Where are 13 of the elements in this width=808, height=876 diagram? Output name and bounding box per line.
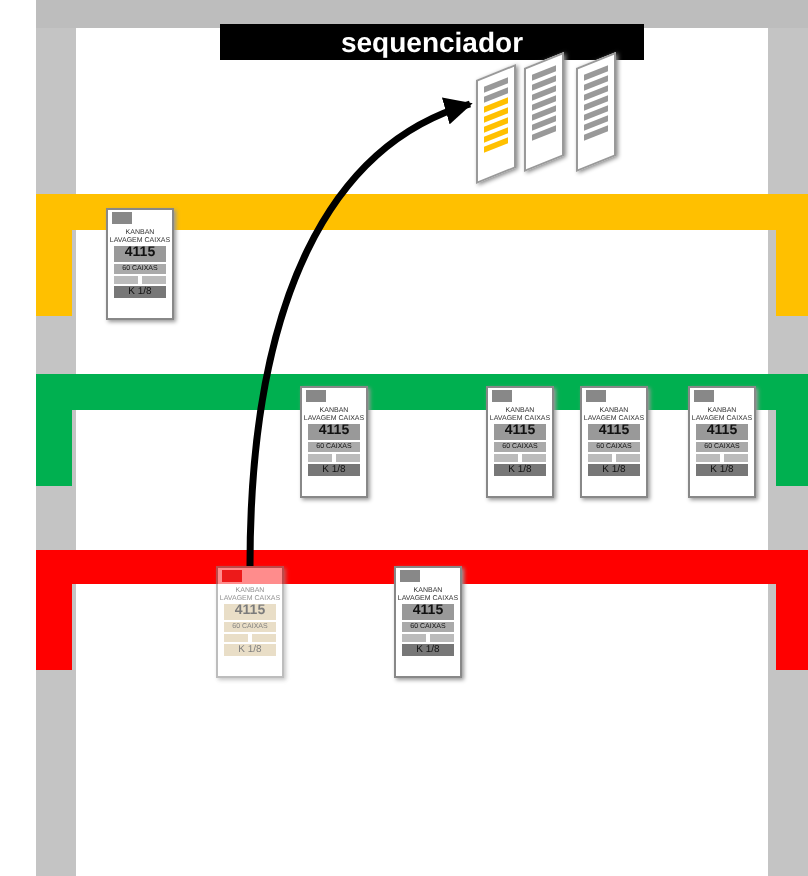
board-title: sequenciador	[340, 26, 524, 58]
kanban-card	[486, 386, 554, 498]
kanban-card	[216, 566, 284, 678]
kanban-card	[106, 208, 174, 320]
kanban-card	[394, 566, 462, 678]
kanban-card	[580, 386, 648, 498]
kanban-card	[524, 51, 564, 173]
kanban-card	[688, 386, 756, 498]
arrow	[246, 99, 473, 567]
kanban-card	[300, 386, 368, 498]
kanban-card	[576, 51, 616, 173]
header-bar	[220, 24, 644, 60]
kanban-card	[476, 63, 516, 185]
